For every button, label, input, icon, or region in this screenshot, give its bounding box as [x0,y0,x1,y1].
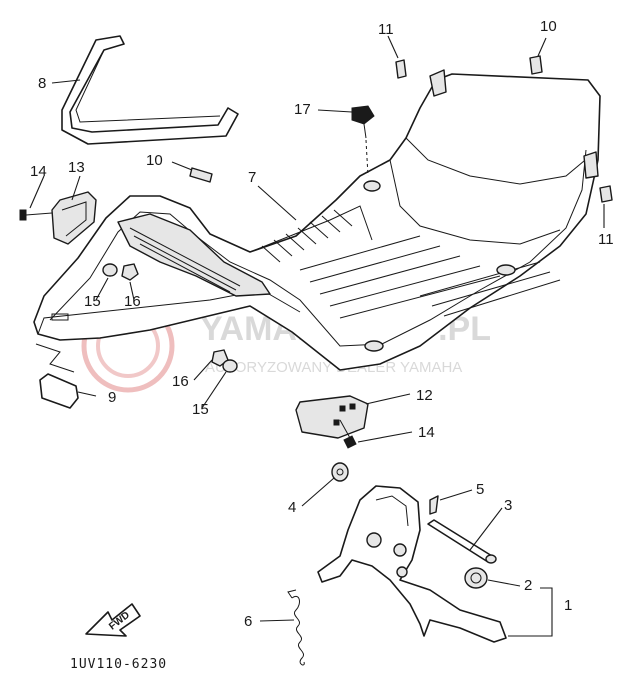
part-15-washer-left [102,263,118,277]
part-17-screw [351,105,375,177]
callout-13: 13 [68,159,85,176]
part-2-bush [464,567,488,589]
callout-17: 17 [294,101,311,118]
part-14-bolt-left [19,209,53,221]
callout-10-left: 10 [146,152,163,169]
part-8-bracket-bar [61,35,239,145]
part-7-floor-board [33,69,601,371]
callout-16-left: 16 [124,293,141,310]
callout-5: 5 [476,481,484,498]
part-10-pad-left [189,167,213,183]
callout-14-right: 14 [418,424,435,441]
part-11-clip-right [599,185,613,203]
callout-9: 9 [108,389,116,406]
leader-lines [29,35,605,637]
callout-6: 6 [244,613,252,630]
part-11-clip-top [395,59,407,79]
callout-1: 1 [564,597,572,614]
callout-3: 3 [504,497,512,514]
part-9-rubber-pad [35,343,79,409]
callout-14-left: 14 [30,163,47,180]
part-1-center-stand [317,485,507,643]
floor-ribs [261,209,561,319]
part-15-washer-center [222,359,238,373]
callout-8: 8 [38,75,46,92]
part-14-bolt-right [339,419,357,449]
callout-11-top: 11 [378,21,394,38]
part-3-shaft [427,519,497,564]
part-12-bumper-block [295,395,369,439]
callout-labels: 8 11 10 17 10 7 14 13 11 15 16 16 15 9 1… [30,18,614,630]
callout-15-left: 15 [84,293,101,310]
part-5-cotter-pin [429,495,439,515]
callout-12: 12 [416,387,433,404]
callout-15-center: 15 [192,401,209,418]
callout-16-center: 16 [172,373,189,390]
callout-4: 4 [288,499,296,516]
drawing-code: 1UV110-6230 [70,657,167,672]
callout-10-top: 10 [540,18,557,35]
part-13-side-bracket [51,191,97,245]
fwd-direction-arrow: FWD [85,603,141,637]
callout-7: 7 [248,169,256,186]
callout-11-right: 11 [598,231,614,248]
part-6-spring [287,589,305,666]
part-16-nut-left [121,263,139,281]
grille-lines [129,227,241,293]
part-4-washer [331,462,349,482]
callout-2: 2 [524,577,532,594]
part-10-pad-top [529,55,543,75]
watermark-sub-text: AUTORYZOWANY DEALER YAMAHA [205,359,462,376]
